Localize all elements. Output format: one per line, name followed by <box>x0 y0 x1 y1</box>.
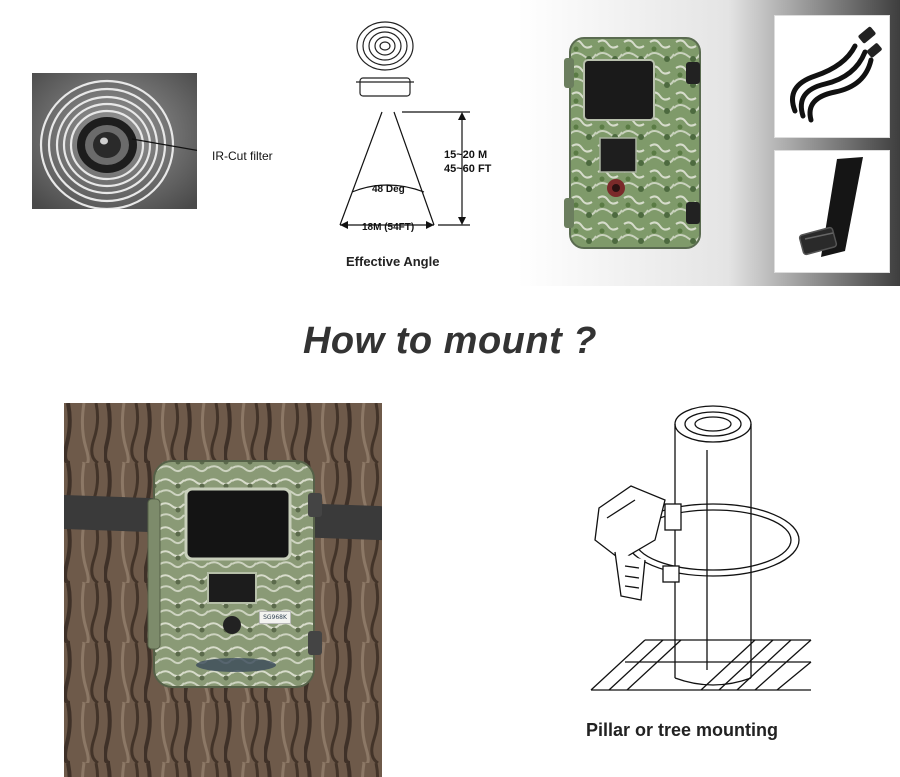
detection-width-label: 18M (54FT) <box>362 222 415 233</box>
detection-angle-diagram <box>330 20 480 230</box>
mounting-strap-thumbnail <box>774 150 890 273</box>
pillar-mounting-diagram <box>585 400 815 700</box>
effective-angle-caption: Effective Angle <box>346 254 440 269</box>
usb-cable-thumbnail <box>774 15 890 138</box>
distance-feet: 45~60 FT <box>444 163 492 175</box>
pillar-mounting-caption: Pillar or tree mounting <box>586 720 779 740</box>
ir-cut-filter-label: IR-Cut filter <box>212 149 273 163</box>
lens-closeup-photo <box>32 73 197 209</box>
distance-range-label: 15~20 M 45~60 FT <box>444 148 491 176</box>
distance-meters: 15~20 M <box>444 149 488 161</box>
how-to-mount-heading: How to mount ? <box>302 320 598 362</box>
serial-sticker: SG968K <box>259 611 291 624</box>
angle-degrees-label: 48 Deg <box>372 184 405 195</box>
camera-on-tree-photo <box>64 403 382 777</box>
